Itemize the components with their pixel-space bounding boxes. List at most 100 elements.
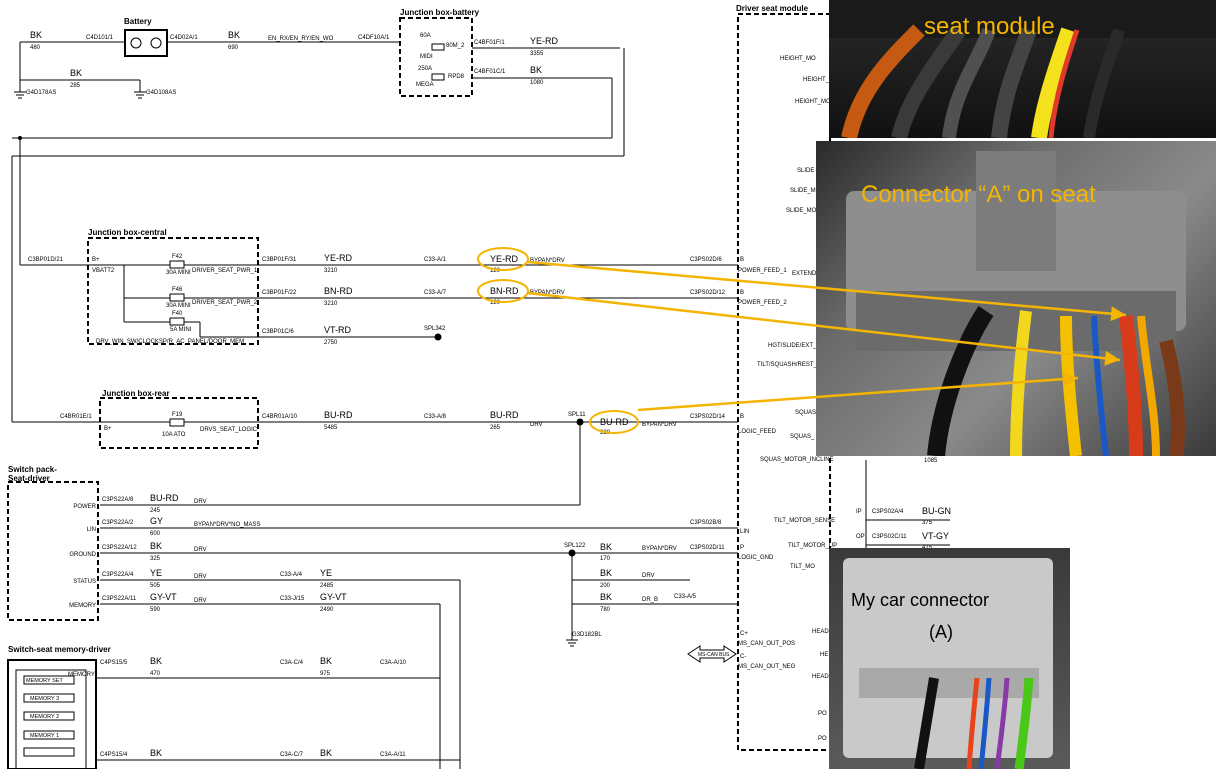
seat-squas-1: SQUAS [795, 410, 816, 416]
seat-tilt-sense: TILT_MOTOR_SENSE [774, 518, 835, 524]
mid-ca8: C33-A/8 [424, 414, 447, 420]
switch-pack-row-label: GROUND [69, 552, 96, 558]
mid-bu-num: 265 [490, 425, 501, 431]
sw-c33a4: C33-A/4 [280, 572, 303, 578]
jb-rear-bplus: B+ [104, 426, 112, 432]
jb-central-out3: DRV_WIN_SW/CLOCKSP/R_AC_PANEL/DOOR_MEM [96, 339, 244, 345]
seat-b1: B [740, 257, 744, 263]
photo-my-car-caption-2: (A) [929, 622, 953, 642]
gs-g: G3D182BL [572, 632, 602, 638]
seat-p2: POWER_FEED_2 [738, 300, 787, 306]
photo-connector-a: Connector “A” on seat [816, 141, 1216, 456]
seat-height-2: HEIGHT_ [803, 77, 830, 83]
jb-central-f3: F40 [172, 311, 183, 317]
gs-bk1: BK [600, 542, 612, 552]
seat-squas-incline: SQUAS_MOTOR_INCLINE [760, 457, 834, 463]
seat-p2-conn: C3PS02D/12 [690, 290, 726, 296]
battery-wire-left: BK [30, 30, 42, 40]
switch-pack-row-type: DRV [194, 574, 207, 580]
sw-c33j15: C33-J/15 [280, 596, 305, 602]
jb-central-w2: BN-RD [324, 286, 353, 296]
mid-spl11: SPL11 [568, 412, 586, 418]
seat-gnd: LOGIC_GND [738, 555, 774, 561]
seat-p3: LOGIC_FEED [738, 429, 777, 435]
seat-lin: LIN [740, 529, 749, 535]
mid-ca7: C33-A/7 [424, 290, 447, 296]
ground-g2: G4D108AS [146, 90, 176, 96]
switch-pack-row-wire: YE [150, 568, 162, 578]
gs-bk3-num: 780 [600, 607, 611, 613]
seat-po-2: PO [818, 736, 827, 742]
switch-pack-row-num: 325 [150, 556, 161, 562]
mid-n1: 120 [490, 268, 501, 274]
seat-height-3: HEIGHT_MO [795, 99, 831, 105]
seat-gnd-conn: C3PS02D/11 [690, 545, 725, 551]
switch-pack-row-num: 600 [150, 531, 161, 537]
mem-label: MEMORY [68, 672, 95, 678]
mem-btn-3: MEMORY 3 [30, 696, 59, 702]
gs-bk3: BK [600, 592, 612, 602]
switch-pack-title1: Switch pack- [8, 465, 57, 474]
seat-slide-3: SLIDE_MO [786, 208, 817, 214]
seat-slide-2: SLIDE_M [790, 188, 816, 194]
gs-bk1-num: 170 [600, 556, 611, 562]
switch-pack-row-num: 590 [150, 607, 161, 613]
switch-pack-row-conn: C3PS22A/2 [102, 520, 134, 526]
mem-w3-num: 975 [320, 671, 331, 677]
seat-op: OP [856, 534, 865, 540]
switch-pack-row-conn: C3PS22A/4 [102, 572, 134, 578]
jb-central-vbatt: VBATT2 [92, 268, 115, 274]
jb-rear-c1: C4BR01A/10 [262, 414, 298, 420]
jb-central-w2-num: 3210 [324, 301, 338, 307]
switch-pack-row-label: STATUS [73, 579, 96, 585]
seat-squas-2: SQUAS_ [790, 434, 815, 440]
seat-tilt-w1-num: 375 [922, 520, 933, 526]
jb-central-w3: VT-RD [324, 325, 352, 335]
seat-b3: B [740, 414, 744, 420]
seat-can-tag: MS-CAN BUS [698, 652, 730, 658]
mem-ca11: C3A-A/11 [380, 752, 406, 758]
seat-head-3: HEAD [812, 674, 829, 680]
jb-central-c3: C3BP01C/6 [262, 329, 294, 335]
seat-ip: IP [856, 509, 862, 515]
jb-central-w3-num: 2750 [324, 340, 338, 346]
jb-rear-conn-in: C4BR01E/1 [60, 414, 92, 420]
jb-battery-f1-id: 80M_2 [446, 43, 465, 49]
mid-bu-rd: BU-RD [490, 410, 519, 420]
seat-tilt-up: TILT_MOTOR_UP [788, 543, 837, 549]
seat-tilt-m: TILT_MO [790, 564, 815, 570]
mem-btn-set: MEMORY SET [26, 678, 63, 684]
jb-battery-title: Junction box-battery [400, 8, 480, 17]
seat-cminus: C- [740, 654, 746, 660]
switch-pack-row-num: 245 [150, 508, 161, 514]
jb-battery-c1: C4BF01F/1 [474, 40, 505, 46]
seat-p1-conn: C3PS02D/6 [690, 257, 722, 263]
switch-pack-row-wire: GY-VT [150, 592, 177, 602]
switch-pack-row-type: DRV [194, 499, 207, 505]
seat-tilt: TILT/SQUASH/REST_ [757, 362, 818, 368]
jb-central-f3-rating: 5A MINI [170, 327, 192, 333]
seat-height-1: HEIGHT_MO [780, 56, 816, 62]
highlight-ye-rd [477, 247, 529, 271]
sw-ye-num: 2485 [320, 583, 334, 589]
switch-pack-row-label: MEMORY [69, 603, 96, 609]
mid-bypan-2: BYPAN*DRV [530, 290, 565, 296]
ground-wire: BK [70, 68, 82, 78]
switch-pack-row-label: POWER [73, 504, 96, 510]
jb-battery-c2: C4BF01C/1 [474, 69, 506, 75]
seat-lin-conn: C3PS02B/8 [690, 520, 722, 526]
jb-battery-f1-type: MIDI [420, 54, 433, 60]
battery-wire-right: BK [228, 30, 240, 40]
gs-drv: DRV [642, 573, 655, 579]
seat-tilt-conn2: C3PS02C/11 [872, 534, 907, 540]
seat-can-n: MS_CAN_OUT_NEG [738, 664, 796, 670]
mid-hl3: BU-RD [600, 417, 629, 427]
jb-central-f2-rating: 30A MINI [166, 303, 191, 309]
jb-battery-w1: YE-RD [530, 36, 559, 46]
jb-central-f2: F46 [172, 287, 183, 293]
jb-central-w1: YE-RD [324, 253, 353, 263]
wire-bundle-illustration [829, 0, 1216, 138]
switch-pack-row-type: DRV [194, 598, 207, 604]
seat-po-1: PO [818, 711, 827, 717]
jb-battery-f2-id: RPD8 [448, 74, 465, 80]
